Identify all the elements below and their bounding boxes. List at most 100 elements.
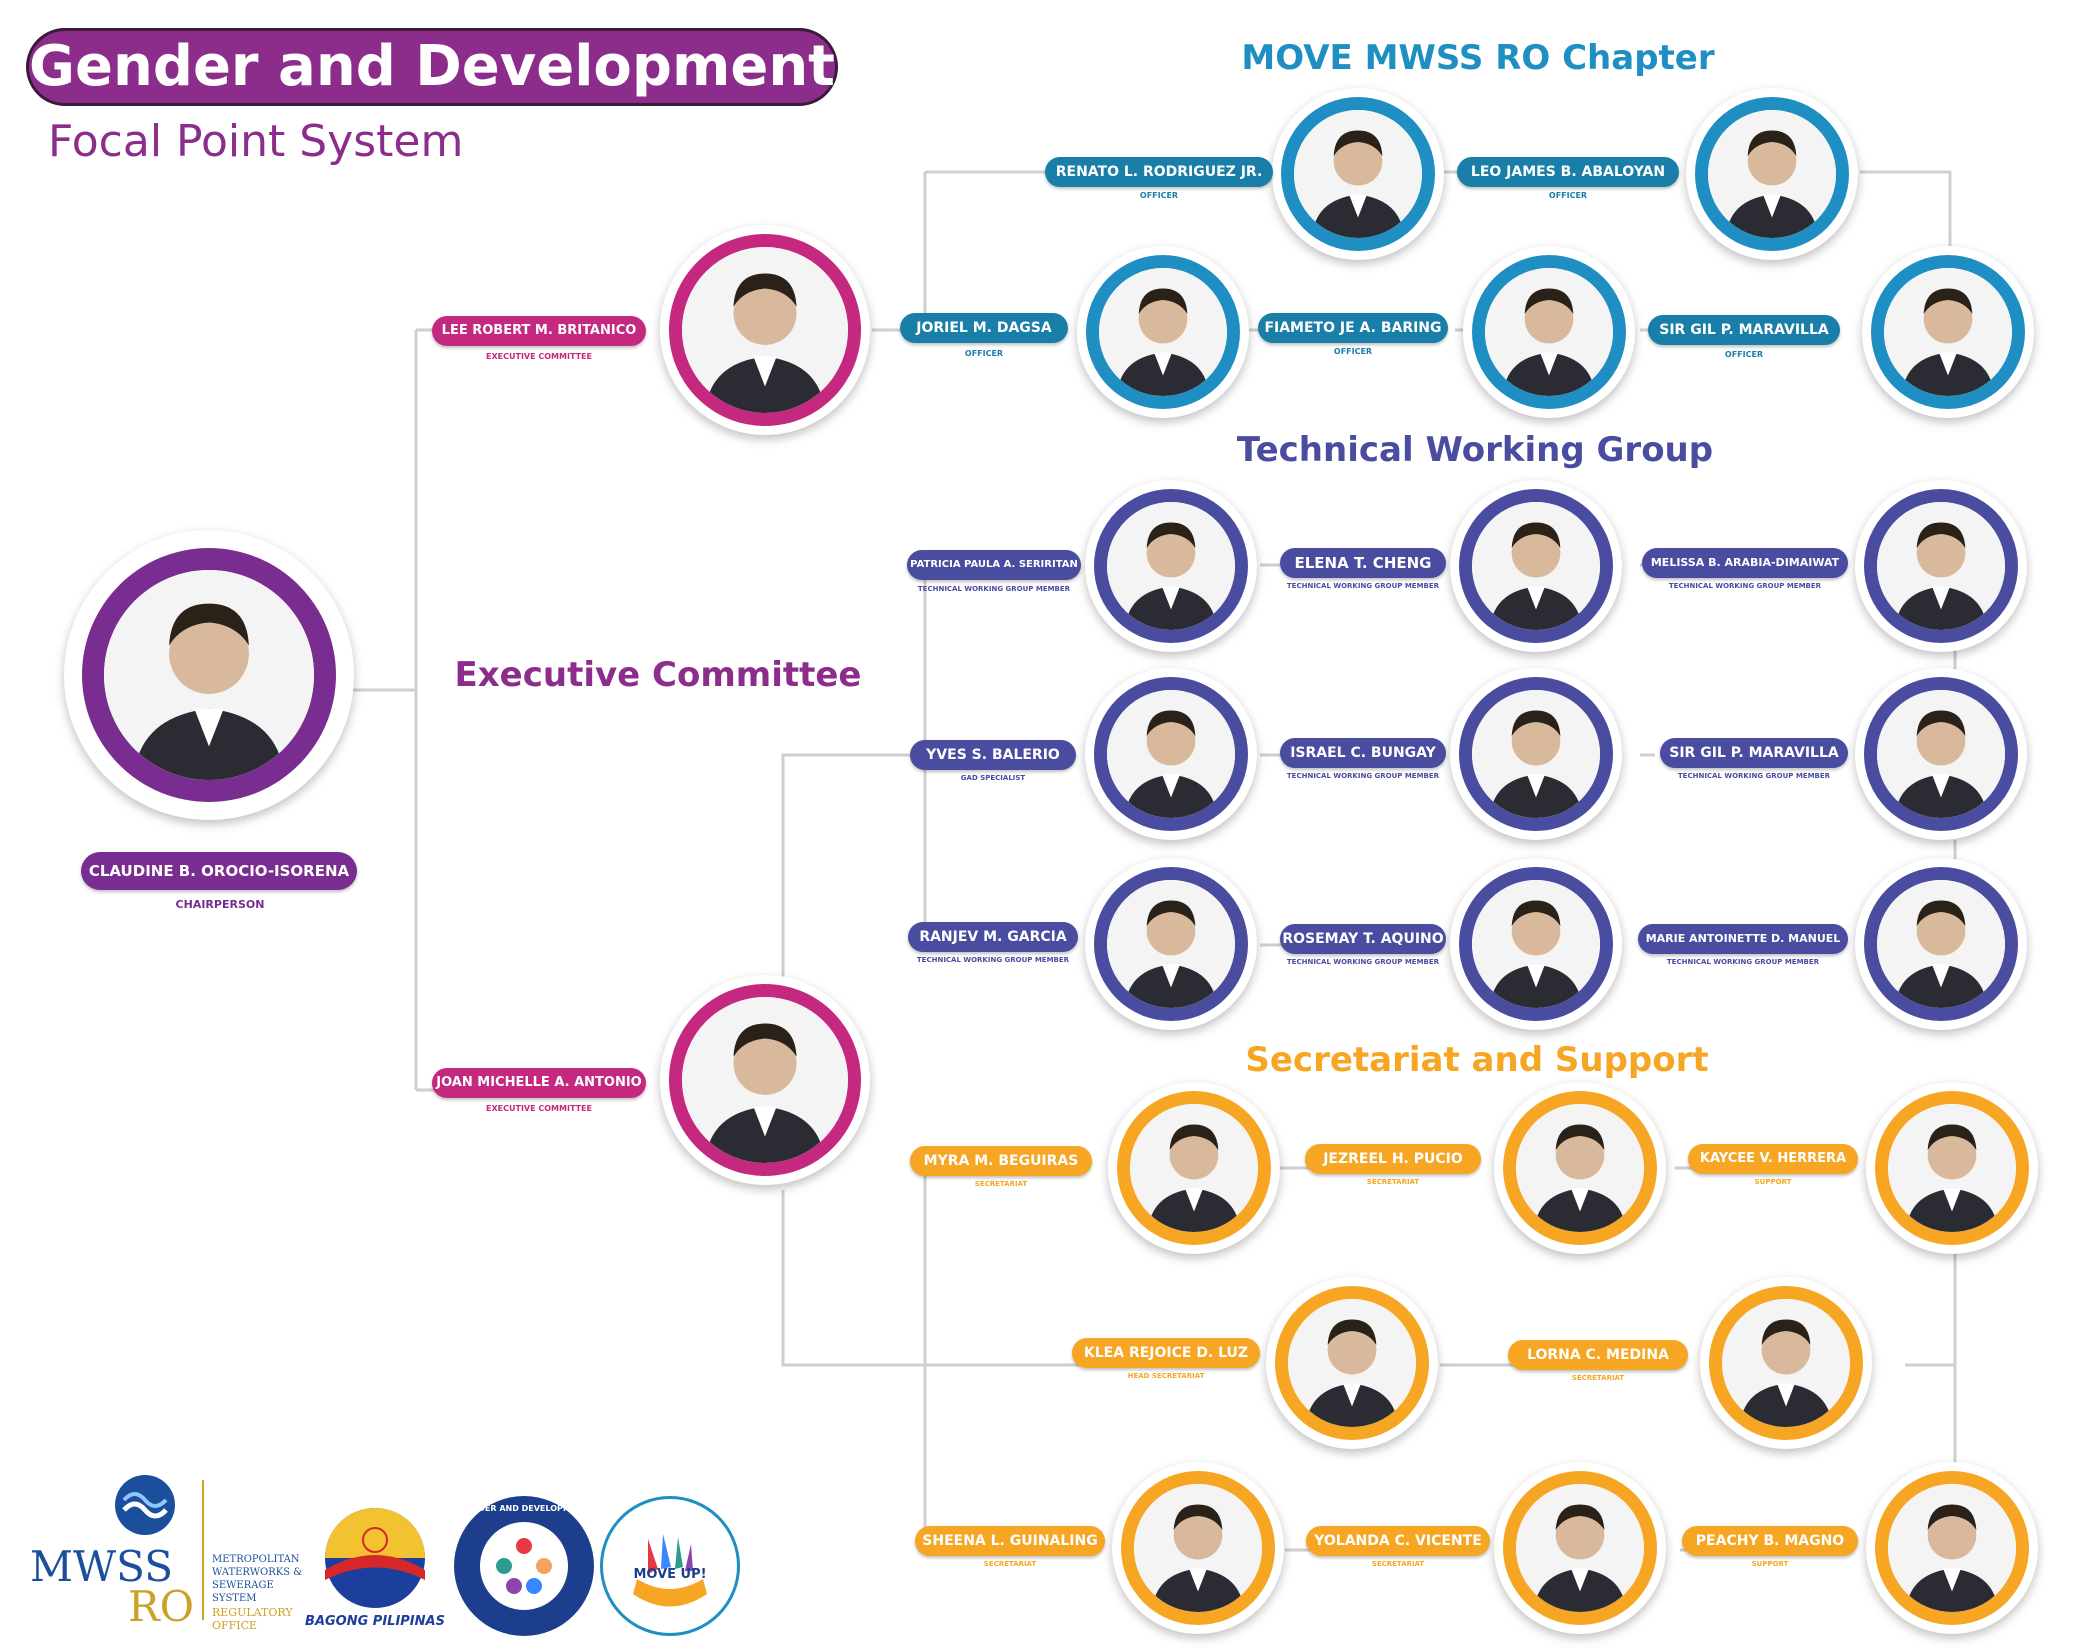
role-move4: OFFICER <box>1333 347 1373 356</box>
section-title-move: MOVE MWSS RO Chapter <box>1241 38 1715 78</box>
section-title-secretariat: Secretariat and Support <box>1245 1040 1709 1080</box>
portrait-icon <box>1722 1299 1850 1427</box>
name-move3: JORIEL M. DAGSA <box>900 313 1068 343</box>
name-sec2: JEZREEL H. PUCIO <box>1305 1144 1481 1174</box>
portrait-icon <box>682 997 848 1163</box>
name-twg3: MELISSA B. ARABIA-DIMAIWAT <box>1642 548 1848 578</box>
photo-sec6 <box>1112 1462 1284 1634</box>
role-twg8: TECHNICAL WORKING GROUP MEMBER <box>1286 958 1440 966</box>
portrait-icon <box>682 247 848 413</box>
portrait-icon <box>1485 268 1613 396</box>
portrait-icon <box>1877 502 2005 630</box>
role-twg4: GAD SPECIALIST <box>960 774 1026 782</box>
bagong-pilipinas-logo: BAGONG PILIPINAS <box>300 1500 450 1630</box>
role-move2: OFFICER <box>1548 191 1588 200</box>
section-title-twg: Technical Working Group <box>1236 430 1714 470</box>
mwss-full-6: OFFICE <box>212 1619 258 1632</box>
page-title: Gender and Development <box>26 28 838 106</box>
role-twg1: TECHNICAL WORKING GROUP MEMBER <box>917 585 1071 593</box>
role-twg3: TECHNICAL WORKING GROUP MEMBER <box>1668 582 1822 590</box>
move-up-logo: MOVE UP! <box>600 1496 740 1636</box>
mwss-full-4: SYSTEM <box>212 1593 257 1604</box>
photo-chairperson <box>64 530 354 820</box>
portrait-icon <box>1884 268 2012 396</box>
photo-twg3 <box>1855 480 2027 652</box>
mwss-full-5: REGULATORY <box>212 1606 293 1619</box>
name-twg1: PATRICIA PAULA A. SERIRITAN <box>907 550 1081 580</box>
photo-sec4 <box>1266 1277 1438 1449</box>
photo-move3 <box>1077 246 1249 418</box>
portrait-icon <box>1107 690 1235 818</box>
name-sec1: MYRA M. BEGUIRAS <box>910 1146 1092 1176</box>
role-move3: OFFICER <box>964 349 1004 358</box>
section-title-exec: Executive Committee <box>454 655 862 695</box>
gad-logo: GENDER AND DEVELOPMENT <box>454 1496 594 1636</box>
portrait-icon <box>1099 268 1227 396</box>
role-sec2: SECRETARIAT <box>1366 1178 1420 1186</box>
name-twg5: ISRAEL C. BUNGAY <box>1280 738 1446 768</box>
name-chairperson: CLAUDINE B. OROCIO-ISORENA <box>81 852 357 890</box>
photo-sec5 <box>1700 1277 1872 1449</box>
role-exec1: EXECUTIVE COMMITTEE <box>486 352 592 361</box>
name-sec7: YOLANDA C. VICENTE <box>1306 1526 1490 1556</box>
role-twg7: TECHNICAL WORKING GROUP MEMBER <box>916 956 1070 964</box>
photo-twg5 <box>1450 668 1622 840</box>
role-sec7: SECRETARIAT <box>1371 1560 1425 1568</box>
photo-sec1 <box>1108 1082 1280 1254</box>
role-sec8: SUPPORT <box>1751 1560 1789 1568</box>
mwss-full-1: METROPOLITAN <box>212 1554 300 1565</box>
photo-twg7 <box>1085 858 1257 1030</box>
name-twg2: ELENA T. CHENG <box>1280 548 1446 578</box>
name-twg8: ROSEMAY T. AQUINO <box>1280 924 1446 954</box>
portrait-icon <box>1294 110 1422 238</box>
portrait-icon <box>1107 502 1235 630</box>
portrait-icon <box>1888 1484 2016 1612</box>
photo-twg9 <box>1855 858 2027 1030</box>
name-move2: LEO JAMES B. ABALOYAN <box>1457 157 1679 187</box>
name-sec4: KLEA REJOICE D. LUZ <box>1072 1338 1260 1368</box>
portrait-icon <box>1288 1299 1416 1427</box>
name-twg7: RANJEV M. GARCIA <box>908 922 1078 952</box>
role-sec1: SECRETARIAT <box>974 1180 1028 1188</box>
portrait-icon <box>1472 880 1600 1008</box>
name-exec2: JOAN MICHELLE A. ANTONIO <box>432 1068 646 1098</box>
mwss-logo-line2: RO <box>128 1582 195 1631</box>
name-move4: FIAMETO JE A. BARING <box>1258 313 1448 343</box>
photo-move4 <box>1463 246 1635 418</box>
name-twg4: YVES S. BALERIO <box>910 740 1076 770</box>
photo-exec2 <box>660 975 870 1185</box>
portrait-icon <box>1130 1104 1258 1232</box>
name-exec1: LEE ROBERT M. BRITANICO <box>432 316 646 346</box>
mwss-full-2: WATERWORKS & <box>212 1567 303 1578</box>
role-move1: OFFICER <box>1139 191 1179 200</box>
role-sec3: SUPPORT <box>1754 1178 1792 1186</box>
portrait-icon <box>1877 880 2005 1008</box>
role-twg5: TECHNICAL WORKING GROUP MEMBER <box>1286 772 1440 780</box>
role-sec6: SECRETARIAT <box>983 1560 1037 1568</box>
photo-sec2 <box>1494 1082 1666 1254</box>
name-twg6: SIR GIL P. MARAVILLA <box>1660 738 1848 768</box>
portrait-icon <box>1877 690 2005 818</box>
role-move5: OFFICER <box>1724 350 1764 359</box>
bagong-pilipinas-text: BAGONG PILIPINAS <box>305 1614 445 1629</box>
portrait-icon <box>1516 1484 1644 1612</box>
photo-twg6 <box>1855 668 2027 840</box>
name-twg9: MARIE ANTOINETTE D. MANUEL <box>1638 924 1848 954</box>
gad-logo-text: GENDER AND DEVELOPMENT <box>459 1504 589 1513</box>
portrait-icon <box>1516 1104 1644 1232</box>
role-chairperson: CHAIRPERSON <box>175 898 265 911</box>
role-sec5: SECRETARIAT <box>1571 1374 1625 1382</box>
name-move5: SIR GIL P. MARAVILLA <box>1648 315 1840 345</box>
move-up-logo-text: MOVE UP! <box>633 1567 707 1582</box>
photo-exec1 <box>660 225 870 435</box>
role-exec2: EXECUTIVE COMMITTEE <box>486 1104 592 1113</box>
move-up-hands-icon <box>633 1534 707 1607</box>
photo-twg1 <box>1085 480 1257 652</box>
photo-twg2 <box>1450 480 1622 652</box>
photo-sec3 <box>1866 1082 2038 1254</box>
portrait-icon <box>1888 1104 2016 1232</box>
mwss-emblem-icon <box>115 1475 175 1535</box>
role-twg2: TECHNICAL WORKING GROUP MEMBER <box>1286 582 1440 590</box>
mwss-divider <box>202 1480 204 1620</box>
gad-emblem-icon <box>480 1522 568 1610</box>
